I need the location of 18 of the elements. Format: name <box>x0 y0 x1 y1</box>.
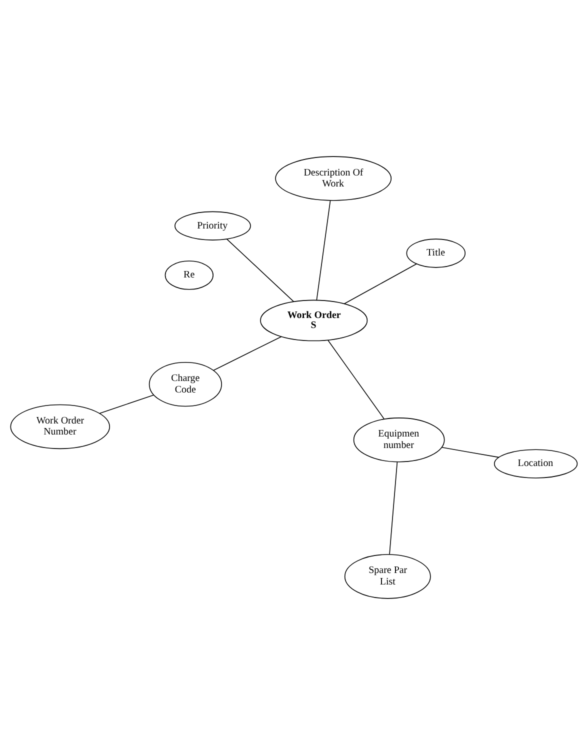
node-ellipse: Work Order Number <box>10 404 110 449</box>
node-ellipse: Re <box>164 260 214 290</box>
node-ellipse: Spare Par List <box>344 554 431 598</box>
node-ellipse: Location <box>494 448 578 478</box>
connector <box>328 339 384 419</box>
node-ellipse: Charge Code <box>148 361 222 406</box>
node-ellipse: Equipmen number <box>353 417 445 462</box>
node-ellipse: Description Of Work <box>275 156 392 200</box>
node-ellipse: Work Order S <box>260 299 368 341</box>
connector <box>442 446 500 458</box>
connector <box>389 461 398 554</box>
connector <box>99 394 154 414</box>
connector <box>226 238 294 302</box>
node-ellipse: Priority <box>174 210 251 240</box>
connector <box>213 336 282 370</box>
connector <box>344 262 417 304</box>
connector <box>316 200 331 300</box>
node-ellipse: Title <box>406 238 466 268</box>
